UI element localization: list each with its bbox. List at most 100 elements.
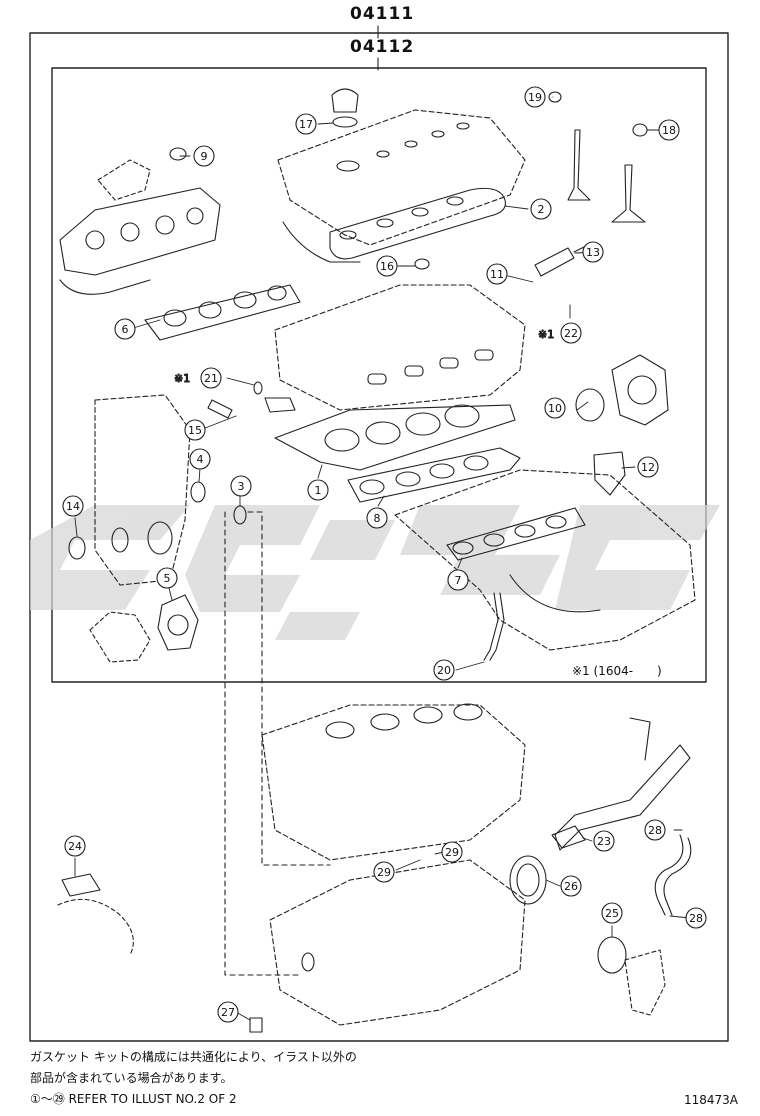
callout-c16: 16 bbox=[376, 255, 398, 277]
callout-c13: 13 bbox=[582, 241, 604, 263]
callout-c14: 14 bbox=[62, 495, 84, 517]
exhaust-manifold-gasket bbox=[144, 284, 301, 341]
crank-rear-oil-seal-inner bbox=[516, 863, 540, 897]
head-cover-gasket-edge bbox=[282, 221, 361, 263]
callout-circle bbox=[544, 397, 566, 419]
callout-number: 10 bbox=[548, 402, 562, 415]
callout-circle bbox=[685, 907, 707, 929]
note-refer-range: ①～㉙ REFER TO ILLUST NO.2 OF 2 bbox=[30, 1092, 237, 1106]
water-pump-gasket bbox=[157, 594, 199, 651]
callout-c27: 27 bbox=[217, 1001, 239, 1023]
marker-note-21: ※1 bbox=[174, 372, 190, 385]
kit-number-outer: 04111 bbox=[350, 4, 415, 24]
water-inlet-housing bbox=[597, 936, 666, 1016]
callout-c20: 20 bbox=[433, 659, 455, 681]
timing-cover-oil-seal bbox=[68, 536, 86, 560]
throttle-body-gasket bbox=[575, 388, 605, 422]
callout-number: 8 bbox=[374, 512, 381, 525]
callout-number: 20 bbox=[437, 664, 451, 677]
callout-c29a: 29 bbox=[441, 841, 463, 863]
crank-rear-oil-seal bbox=[509, 855, 547, 905]
callout-c2: 2 bbox=[530, 198, 552, 220]
leader-lines bbox=[74, 96, 691, 1021]
callout-c25: 25 bbox=[601, 902, 623, 924]
callout-c10: 10 bbox=[544, 397, 566, 419]
oil-filter-bracket-gasket bbox=[57, 873, 134, 956]
callout-c15: 15 bbox=[184, 419, 206, 441]
callout-number: 29 bbox=[445, 846, 459, 859]
throttle-body bbox=[611, 354, 669, 426]
callout-number: 3 bbox=[238, 480, 245, 493]
callout-number: 13 bbox=[586, 246, 600, 259]
callout-circle bbox=[184, 419, 206, 441]
kit-number-inner: 04112 bbox=[350, 37, 415, 57]
cylinder-head-cover bbox=[277, 109, 526, 246]
dipstick-guide bbox=[483, 592, 505, 661]
callout-circle bbox=[156, 567, 178, 589]
water-bypass-hose bbox=[654, 834, 692, 916]
callout-number: 7 bbox=[455, 574, 462, 587]
callout-number: 28 bbox=[648, 824, 662, 837]
callout-c6: 6 bbox=[114, 318, 136, 340]
callout-number: 9 bbox=[201, 150, 208, 163]
callout-number: 29 bbox=[377, 866, 391, 879]
callout-circle bbox=[530, 198, 552, 220]
callout-c17: 17 bbox=[295, 113, 317, 135]
callout-c29b: 29 bbox=[373, 861, 395, 883]
callout-circle bbox=[376, 255, 398, 277]
callout-circle bbox=[217, 1001, 239, 1023]
water-outlet-gasket bbox=[551, 825, 586, 849]
callout-circle bbox=[644, 819, 666, 841]
callout-number: 28 bbox=[689, 912, 703, 925]
callout-c26: 26 bbox=[560, 875, 582, 897]
callout-c8: 8 bbox=[366, 507, 388, 529]
callout-circle bbox=[295, 113, 317, 135]
callout-circle bbox=[62, 495, 84, 517]
water-outlet-pipe bbox=[554, 717, 691, 851]
callout-circle bbox=[560, 322, 582, 344]
callout-circle bbox=[447, 569, 469, 591]
callout-circle bbox=[560, 875, 582, 897]
head-cover-gasket bbox=[329, 187, 506, 260]
callout-c1: 1 bbox=[307, 479, 329, 501]
seal-16 bbox=[414, 258, 430, 270]
callout-c21: 21 bbox=[200, 367, 222, 389]
drain-plug bbox=[249, 1017, 263, 1033]
oil-filler-cap bbox=[331, 88, 359, 128]
callout-circle bbox=[373, 861, 395, 883]
kit-outer-frame bbox=[29, 32, 729, 1042]
callout-number: 15 bbox=[188, 424, 202, 437]
seal-9 bbox=[169, 147, 187, 161]
callout-c5: 5 bbox=[156, 567, 178, 589]
callout-circle bbox=[637, 456, 659, 478]
cylinder-block bbox=[261, 703, 526, 861]
callout-c7: 7 bbox=[447, 569, 469, 591]
intake-manifold-gasket bbox=[347, 447, 521, 503]
callout-circle bbox=[582, 241, 604, 263]
surge-tank-gasket bbox=[446, 507, 586, 561]
callout-number: 11 bbox=[490, 268, 504, 281]
water-pump bbox=[89, 611, 151, 663]
callout-c23: 23 bbox=[593, 830, 615, 852]
callout-c11: 11 bbox=[486, 263, 508, 285]
callout-number: 25 bbox=[605, 907, 619, 920]
callout-c28a: 28 bbox=[644, 819, 666, 841]
callout-number: 14 bbox=[66, 500, 80, 513]
intake-manifold bbox=[394, 469, 696, 651]
callout-circle bbox=[593, 830, 615, 852]
callout-c19: 19 bbox=[524, 86, 546, 108]
callout-c12: 12 bbox=[637, 456, 659, 478]
valve-parts bbox=[567, 129, 646, 223]
callout-number: 18 bbox=[662, 124, 676, 137]
note-japanese-line-2: 部品が含まれている場合があります。 bbox=[30, 1071, 233, 1085]
callout-circle bbox=[307, 479, 329, 501]
callout-number: 6 bbox=[122, 323, 129, 336]
callout-c18: 18 bbox=[658, 119, 680, 141]
nut-19 bbox=[548, 91, 562, 103]
callout-circle bbox=[114, 318, 136, 340]
callout-number: 19 bbox=[528, 91, 542, 104]
exhaust-manifold bbox=[59, 159, 221, 295]
marker-note-22: ※1 bbox=[538, 328, 554, 341]
callout-circle bbox=[658, 119, 680, 141]
